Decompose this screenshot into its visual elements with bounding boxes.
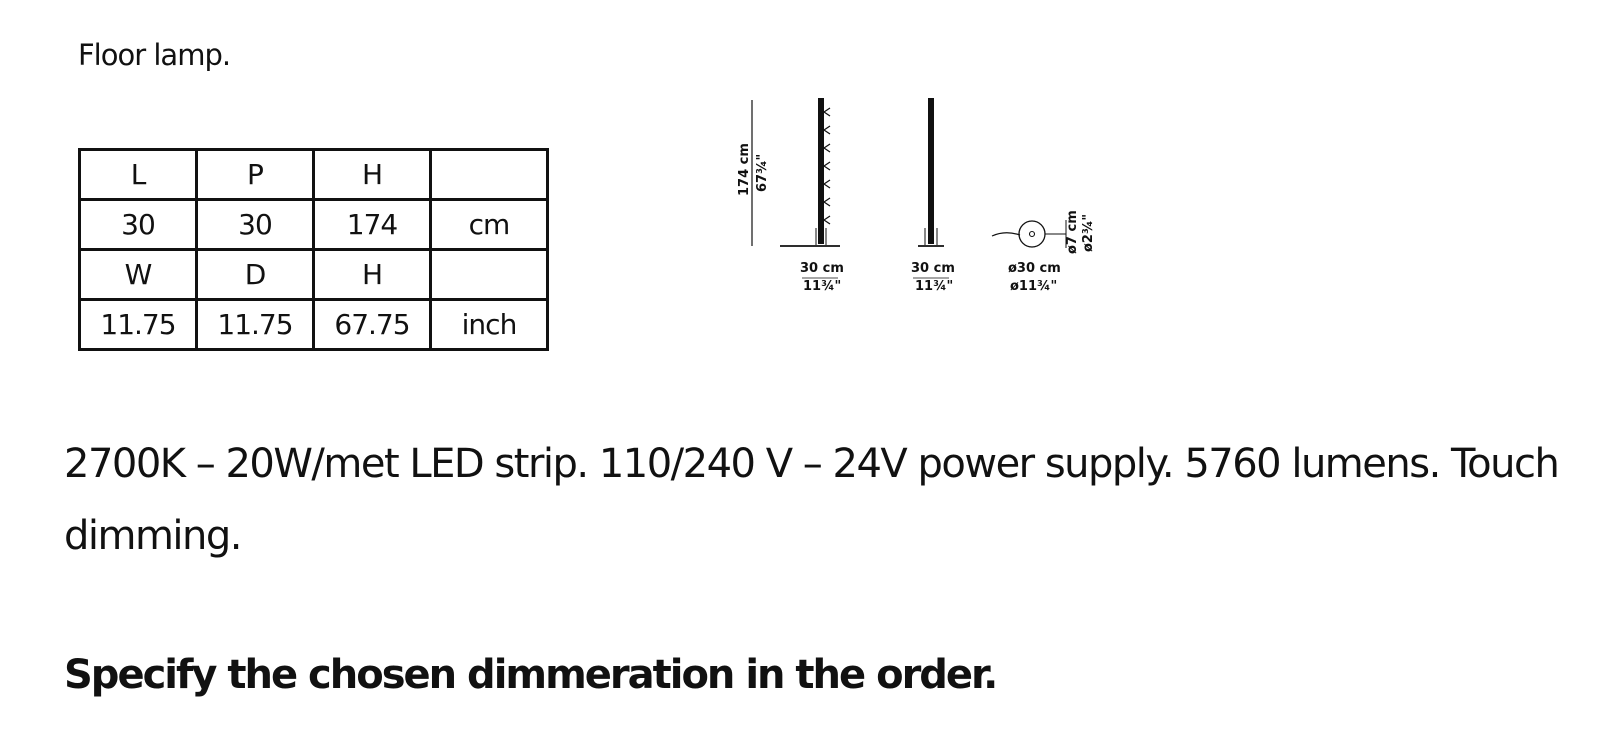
base-diameter-cm-label: ø30 cm bbox=[1008, 261, 1061, 276]
table-cell: 30 bbox=[195, 198, 315, 251]
front-width-inch-label: 11¾" bbox=[803, 279, 841, 294]
table-cell: H bbox=[312, 248, 432, 301]
table-cell: H bbox=[312, 148, 432, 201]
table-row: L P H bbox=[78, 148, 549, 201]
table-cell: 11.75 bbox=[78, 298, 198, 351]
table-cell: 30 bbox=[78, 198, 198, 251]
base-diameter-inch-label: ø11¾" bbox=[1010, 279, 1057, 294]
height-inch-label: 67¾" bbox=[755, 154, 770, 192]
table-cell: 174 bbox=[312, 198, 432, 251]
tube-diameter-cm-label: ø7 cm bbox=[1065, 210, 1080, 254]
top-view bbox=[991, 220, 1067, 248]
front-width-cm-label: 30 cm bbox=[800, 261, 844, 276]
table-cell: 11.75 bbox=[195, 298, 315, 351]
table-row: 30 30 174 cm bbox=[78, 198, 549, 251]
table-cell: inch bbox=[429, 298, 549, 351]
product-type-label: Floor lamp. bbox=[78, 38, 231, 72]
table-cell bbox=[429, 248, 549, 301]
height-cm-label: 174 cm bbox=[737, 143, 752, 196]
table-row: W D H bbox=[78, 248, 549, 301]
table-cell: 67.75 bbox=[312, 298, 432, 351]
side-width-inch-label: 11¾" bbox=[915, 279, 953, 294]
order-note: Specify the chosen dimmeration in the or… bbox=[64, 652, 998, 698]
table-cell: W bbox=[78, 248, 198, 301]
front-view bbox=[780, 98, 840, 247]
side-width-cm-label: 30 cm bbox=[911, 261, 955, 276]
technical-drawing: 174 cm 67¾" 30 cm 11¾" 30 cm 11¾" bbox=[737, 98, 1096, 294]
table-cell: P bbox=[195, 148, 315, 201]
tube-diameter-inch-label: ø2¾" bbox=[1081, 214, 1096, 252]
table-cell bbox=[429, 148, 549, 201]
table-cell: cm bbox=[429, 198, 549, 251]
table-row: 11.75 11.75 67.75 inch bbox=[78, 298, 549, 351]
dimensions-table: L P H 30 30 174 cm W D H 11.75 11.75 67.… bbox=[78, 148, 549, 351]
table-cell: D bbox=[195, 248, 315, 301]
table-cell: L bbox=[78, 148, 198, 201]
product-description: 2700K – 20W/met LED strip. 110/240 V – 2… bbox=[64, 441, 1560, 559]
side-view bbox=[918, 98, 944, 247]
